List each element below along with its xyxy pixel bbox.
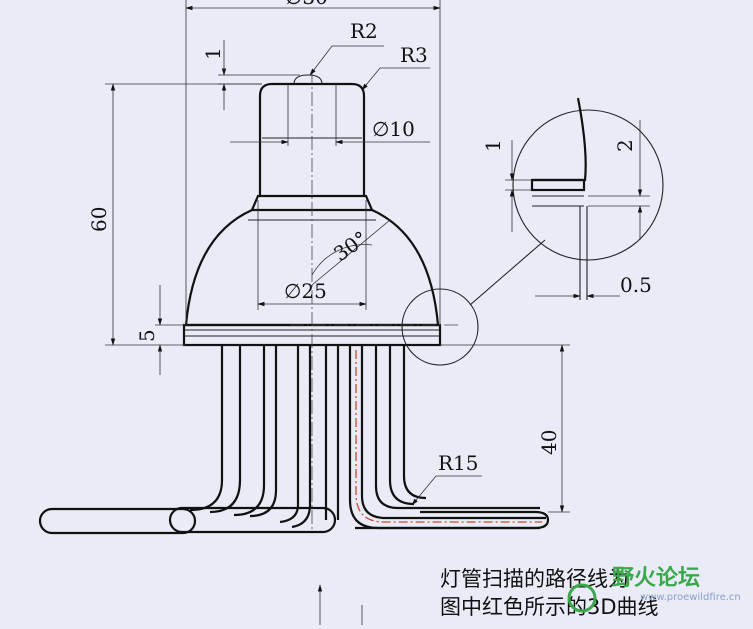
- detail-dim-05: 0.5: [620, 273, 652, 297]
- detail-dim-2: 2: [613, 139, 637, 152]
- sweep-path-curve: [355, 350, 542, 523]
- dimension-lines: [105, 0, 650, 625]
- watermark-logo-icon: [567, 583, 597, 613]
- watermark: 野火论坛 www.proewildfire.cn: [567, 565, 741, 613]
- dim-r15: R15: [438, 451, 479, 475]
- dim-d25: ∅25: [284, 279, 327, 303]
- dim-r3: R3: [400, 43, 428, 67]
- note-line-2: 图中红色所示的3D曲线: [440, 595, 659, 619]
- dim-h1-top: 1: [201, 47, 225, 60]
- note-line-1: 灯管扫描的路径线为: [440, 567, 629, 591]
- watermark-url: www.proewildfire.cn: [640, 592, 741, 603]
- dim-h5: 5: [135, 329, 159, 342]
- dim-h60: 60: [87, 207, 111, 232]
- watermark-brand: 野火论坛: [612, 565, 700, 591]
- dim-r2: R2: [350, 19, 378, 43]
- dim-d10: ∅10: [372, 117, 415, 141]
- dim-angle-30: 30°: [329, 226, 372, 266]
- tubes: [38, 345, 550, 535]
- detail-dim-1: 1: [481, 139, 505, 152]
- dim-top-width: ∅30: [285, 0, 328, 9]
- dim-h40: 40: [537, 430, 561, 455]
- detail-view: [401, 97, 664, 366]
